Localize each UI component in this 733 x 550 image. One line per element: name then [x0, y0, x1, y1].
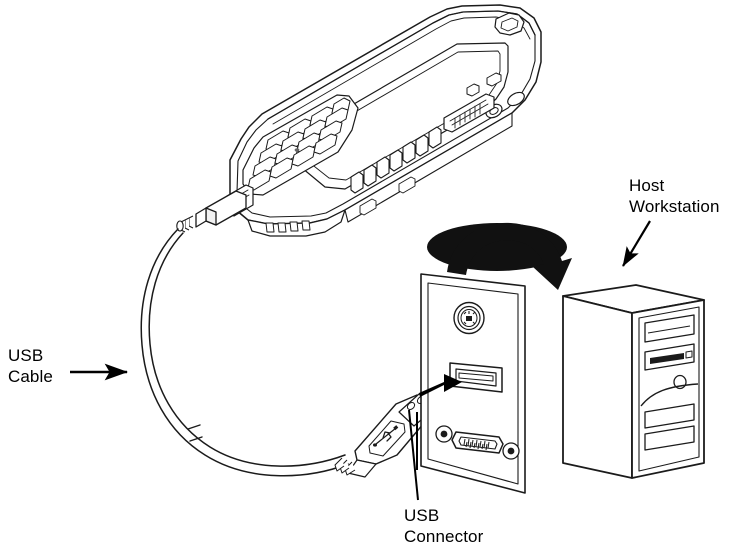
label-usb-connector: USB Connector [404, 506, 484, 546]
host-workstation-leader [622, 220, 651, 267]
usb-cable [140, 228, 349, 477]
ps2-port [453, 301, 485, 335]
host-io-panel [419, 273, 526, 494]
host-tower-pc [562, 284, 705, 479]
mobile-computer [226, 4, 542, 237]
label-usb-cable: USB Cable [8, 346, 53, 386]
usb-connector-plug [334, 393, 436, 478]
db9-serial-port [435, 425, 520, 460]
device-end-connector [176, 190, 247, 233]
label-host-workstation: Host Workstation [629, 176, 720, 216]
insert-arrow [419, 374, 462, 397]
rotation-arrow [447, 222, 572, 290]
usb-connector-leader [408, 409, 419, 501]
cable-break-mark [187, 424, 203, 442]
usb-port [449, 362, 503, 393]
